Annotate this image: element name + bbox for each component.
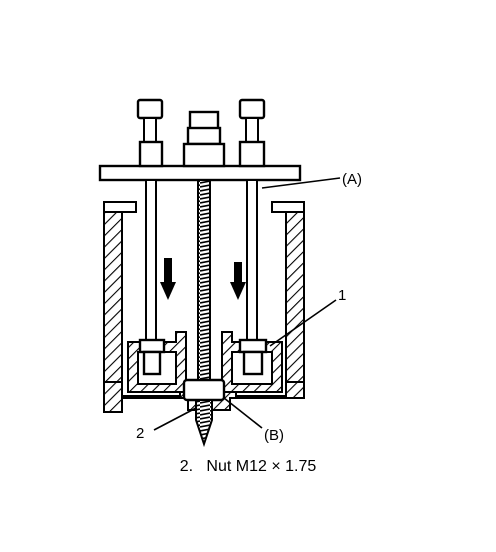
figure-caption: 2. Nut M12 × 1.75 xyxy=(0,458,496,476)
down-arrow-right xyxy=(230,262,246,300)
center-screw xyxy=(182,110,226,383)
nut-b xyxy=(182,378,226,448)
left-bolt xyxy=(136,98,166,376)
label-a: (A) xyxy=(342,171,362,188)
label-2: 2 xyxy=(136,425,144,442)
right-bolt xyxy=(238,98,268,376)
caption-number: 2. xyxy=(179,458,194,475)
leader-b xyxy=(223,397,263,429)
leader-1 xyxy=(269,299,337,347)
leader-2 xyxy=(153,407,197,431)
caption-text: Nut M12 × 1.75 xyxy=(206,458,317,475)
leader-a xyxy=(261,177,341,189)
label-b: (B) xyxy=(264,427,284,444)
down-arrow-left xyxy=(160,258,176,300)
label-1: 1 xyxy=(338,287,346,304)
top-plate xyxy=(98,164,302,182)
